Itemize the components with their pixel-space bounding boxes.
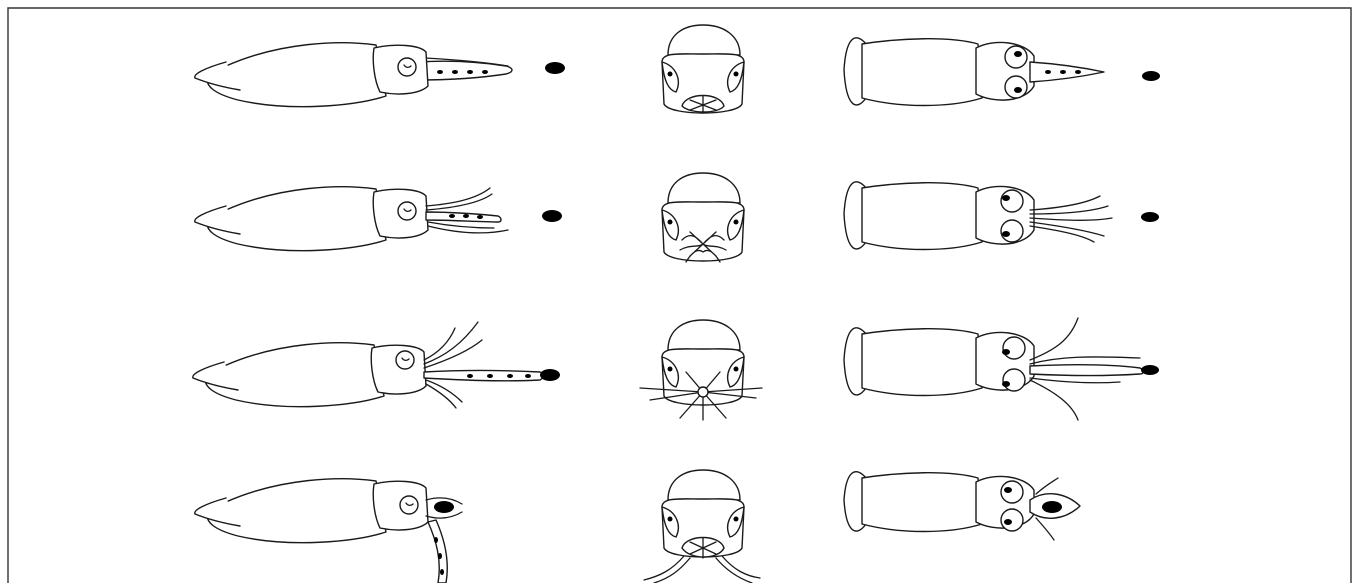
eye-pupil-right xyxy=(1002,381,1010,387)
mantle-top xyxy=(668,320,740,350)
stage-2-lateral-squid xyxy=(195,187,508,251)
stage-1-row xyxy=(195,25,1160,113)
sucker-dot xyxy=(452,70,458,74)
arm-lower xyxy=(428,222,508,233)
eye-pupil-right xyxy=(734,517,739,522)
eye-pupil-left xyxy=(1002,195,1010,201)
mantle xyxy=(862,329,982,396)
eye-pupil-right xyxy=(734,220,739,225)
stage-3-row xyxy=(193,318,1159,420)
stage-4-row xyxy=(195,470,1080,583)
eye-left xyxy=(1003,337,1025,359)
arms-spread xyxy=(1030,196,1112,242)
mantle-top xyxy=(668,173,740,203)
mantle xyxy=(862,473,982,532)
eye-pupil-right xyxy=(1014,87,1022,93)
sucker-dot xyxy=(467,374,473,378)
prey-dot xyxy=(545,62,565,74)
eye-right xyxy=(1003,369,1025,391)
eye-pupil-right xyxy=(734,367,739,372)
sucker-dot xyxy=(525,374,531,378)
prey-dot xyxy=(1142,71,1160,81)
sucker-dot xyxy=(434,537,438,543)
prey-dot xyxy=(1141,365,1159,375)
tentacle-strike xyxy=(1030,365,1143,376)
stage-1-dorsal-squid xyxy=(844,38,1104,106)
mantle-top xyxy=(668,25,740,55)
eye-pupil-right xyxy=(1002,231,1010,237)
captured-prey xyxy=(434,501,454,513)
sucker-dot xyxy=(467,70,473,74)
eye-left xyxy=(1001,481,1023,503)
arms-raised xyxy=(424,322,482,368)
mouth xyxy=(698,387,708,397)
mantle xyxy=(862,39,982,106)
sucker-dot xyxy=(1045,70,1051,74)
eye-pupil-right xyxy=(734,72,739,77)
tentacle-curled xyxy=(428,520,447,583)
eye-pupil-left xyxy=(1014,51,1022,57)
sucker-dot xyxy=(449,214,455,218)
stage-2-frontal-squid xyxy=(662,173,744,262)
mantle-top xyxy=(668,470,740,500)
arm-upper xyxy=(426,188,492,210)
mantle xyxy=(207,479,386,543)
arm-bundle xyxy=(1030,62,1104,82)
mantle xyxy=(205,343,384,407)
sucker-dot xyxy=(1060,70,1066,74)
sucker-dot xyxy=(482,70,488,74)
eye-right xyxy=(1005,76,1027,98)
eye-pupil-right xyxy=(1004,519,1012,525)
eye-right xyxy=(1001,220,1023,242)
stage-1-lateral-squid xyxy=(195,43,512,107)
eye-left xyxy=(1005,46,1027,68)
prey-dot xyxy=(542,210,562,222)
sucker-dot xyxy=(440,569,444,575)
eye-left xyxy=(1001,190,1023,212)
stage-3-dorsal-squid xyxy=(844,318,1143,420)
eye-pupil-left xyxy=(1002,349,1010,355)
eye-pupil-left xyxy=(668,517,673,522)
mantle xyxy=(207,43,386,107)
stage-4-frontal-squid xyxy=(644,470,760,583)
eye-pupil-left xyxy=(668,367,673,372)
mantle xyxy=(207,187,386,251)
eye-right xyxy=(1001,509,1023,531)
sucker-dot xyxy=(1075,70,1081,74)
sucker-dot xyxy=(437,70,443,74)
stage-3-lateral-squid xyxy=(193,322,543,408)
sucker-dot xyxy=(438,553,442,559)
arms-lowered xyxy=(426,380,462,408)
head xyxy=(371,345,426,394)
captured-prey xyxy=(1042,501,1062,513)
stage-4-dorsal-squid xyxy=(844,472,1080,540)
sucker-dot xyxy=(487,374,493,378)
mantle xyxy=(862,183,982,250)
stage-1-frontal-squid xyxy=(662,25,744,113)
eye-pupil-left xyxy=(668,220,673,225)
sucker-dot xyxy=(477,215,483,219)
sucker-dot xyxy=(463,214,469,218)
stage-2-row xyxy=(195,173,1159,262)
stage-2-dorsal-squid xyxy=(844,182,1112,250)
stage-4-lateral-squid xyxy=(195,479,462,583)
prey-dot xyxy=(1141,212,1159,222)
eye-pupil-left xyxy=(668,72,673,77)
sucker-dot xyxy=(507,374,513,378)
tentacles-hanging xyxy=(644,556,760,583)
prey-dot xyxy=(540,369,560,381)
stage-3-frontal-squid xyxy=(640,320,762,420)
eye-pupil-left xyxy=(1004,487,1012,493)
